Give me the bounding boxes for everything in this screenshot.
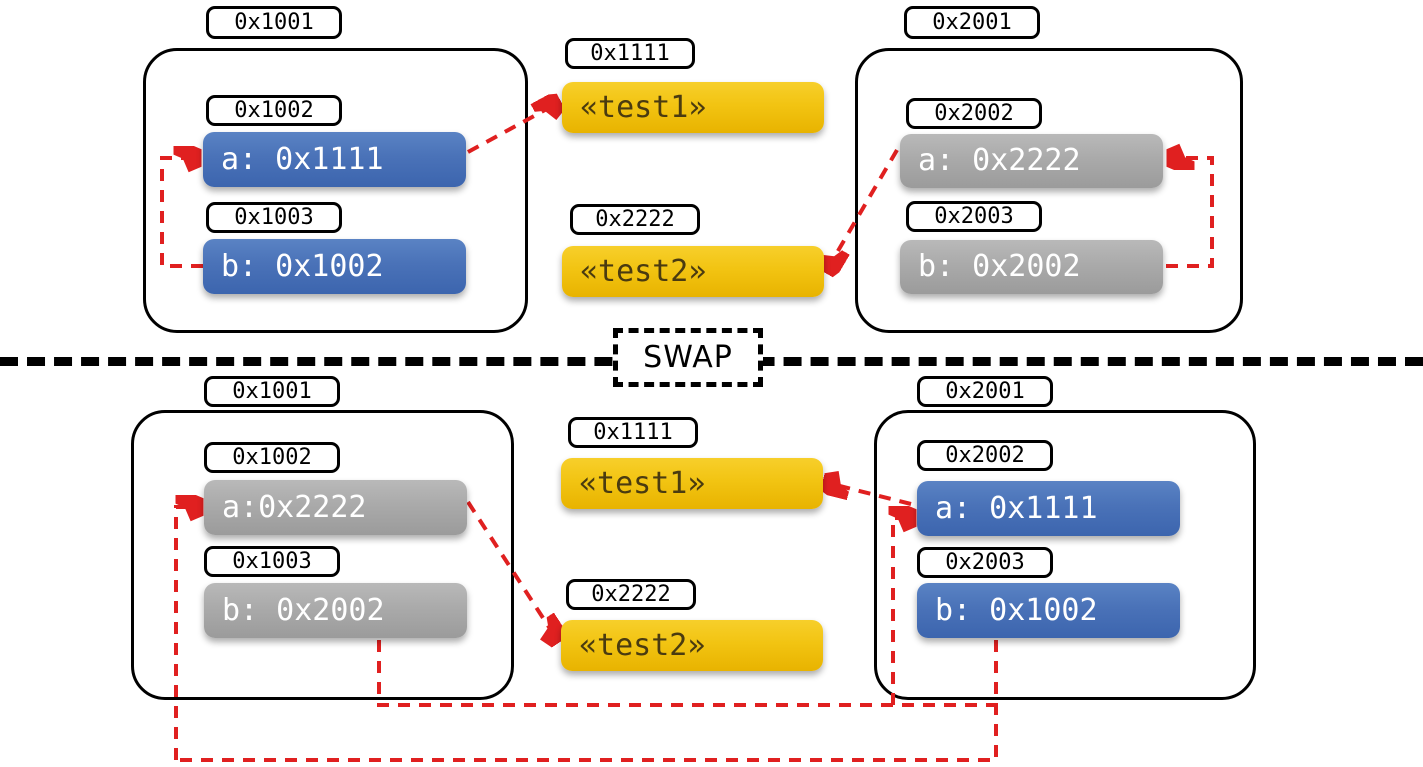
before-left-slot0-address: 0x1002 — [206, 95, 342, 126]
before-heap1-value: «test2» — [562, 246, 824, 297]
after-right-region-address: 0x2001 — [917, 376, 1053, 407]
before-left-slot1-value: b: 0x1002 — [203, 239, 466, 294]
before-heap0-value: «test1» — [562, 82, 824, 133]
after-right-slot1-address: 0x2003 — [917, 547, 1053, 578]
after-left-slot1-value: b: 0x2002 — [204, 583, 467, 638]
after-heap0-value: «test1» — [561, 458, 823, 509]
after-left-slot0-value: a:0x2222 — [204, 480, 467, 535]
before-right-region-address: 0x2001 — [904, 6, 1040, 39]
before-heap0-address: 0x1111 — [565, 38, 695, 69]
after-heap1-address: 0x2222 — [566, 579, 696, 610]
before-right-slot1-value: b: 0x2002 — [900, 240, 1163, 294]
after-heap1-value: «test2» — [561, 620, 823, 671]
after-left-region-address: 0x1001 — [204, 376, 340, 407]
before-left-region-address: 0x1001 — [206, 6, 342, 39]
swap-label: SWAP — [643, 340, 733, 375]
before-left-slot1-address: 0x1003 — [206, 202, 342, 233]
before-heap1-address: 0x2222 — [570, 204, 700, 235]
after-left-slot0-address: 0x1002 — [204, 442, 340, 473]
before-right-slot0-address: 0x2002 — [906, 98, 1042, 129]
after-right-slot0-value: a: 0x1111 — [917, 481, 1180, 536]
before-left-slot0-value: a: 0x1111 — [203, 132, 466, 187]
after-right-slot1-value: b: 0x1002 — [917, 583, 1180, 638]
before-right-slot0-value: a: 0x2222 — [900, 134, 1163, 188]
before-right-slot1-address: 0x2003 — [906, 201, 1042, 232]
swap-label-box: SWAP — [613, 328, 763, 387]
after-right-slot0-address: 0x2002 — [917, 440, 1053, 471]
after-heap0-address: 0x1111 — [568, 417, 698, 448]
after-left-slot1-address: 0x1003 — [204, 546, 340, 577]
